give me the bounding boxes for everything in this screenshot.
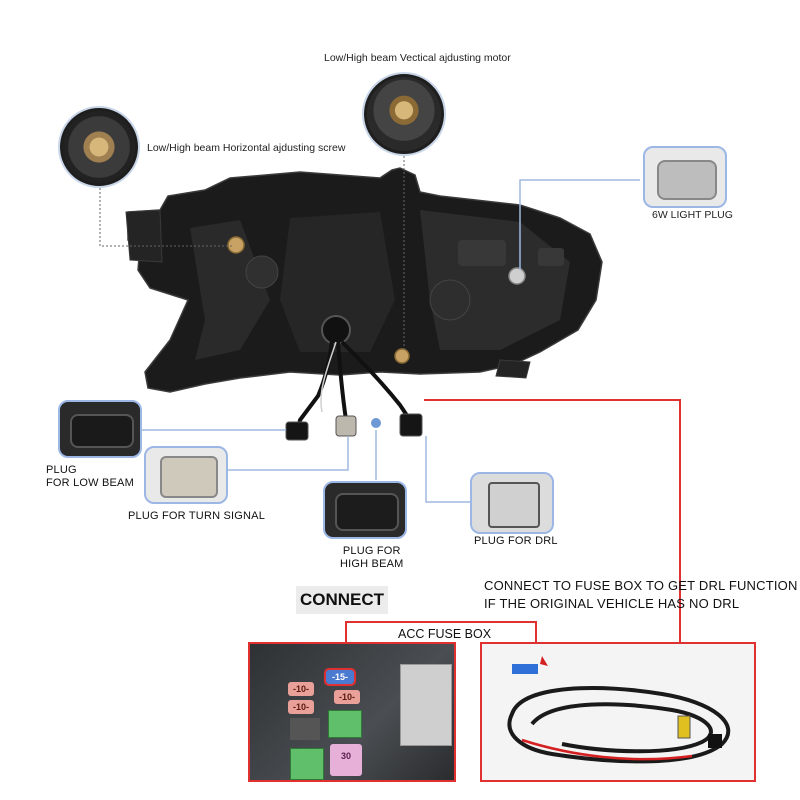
high-beam-label-line2: HIGH BEAM xyxy=(340,558,404,570)
harness-wire xyxy=(340,340,412,422)
add-a-fuse-tap xyxy=(512,664,538,674)
high-beam-plug-callout xyxy=(323,481,407,539)
fuse-box-photo: -10- -15- -10- -10- 30 xyxy=(248,642,456,782)
connector-low-beam xyxy=(285,421,309,441)
harness-connector xyxy=(708,734,722,748)
housing-boss xyxy=(429,279,471,321)
callout-line-drl xyxy=(425,436,470,503)
mount-tab xyxy=(495,359,531,379)
drl-wire-route xyxy=(424,399,681,730)
harness-red-wire xyxy=(521,738,693,761)
harness-grommet xyxy=(321,315,351,345)
horizontal-screw-callout xyxy=(60,108,138,186)
drl-harness-photo xyxy=(480,642,756,782)
high-beam-label-line1: PLUG FOR xyxy=(342,545,401,557)
drl-plug-label: PLUG FOR DRL xyxy=(474,535,558,547)
drl-harness-drawing xyxy=(507,656,731,764)
fuse-30a: 30 xyxy=(330,744,362,776)
drl-note-line2: IF THE ORIGINAL VEHICLE HAS NO DRL xyxy=(484,596,740,611)
housing-vent xyxy=(538,248,564,266)
low-beam-plug-callout xyxy=(58,400,142,458)
fuse-box-relay xyxy=(400,664,452,746)
light-plug-icon xyxy=(657,160,717,200)
horizontal-screw-label: Low/High beam Horizontal ajdusting screw xyxy=(147,142,346,154)
light-plug-callout xyxy=(643,146,727,208)
high-beam-plug-icon xyxy=(335,493,399,531)
light-plug-socket-icon xyxy=(508,267,526,285)
vertical-motor-icon xyxy=(394,348,410,364)
harness-loop xyxy=(507,686,731,764)
inline-fuse-holder xyxy=(677,715,691,739)
connector-drl xyxy=(399,413,423,437)
connector-turn-signal xyxy=(335,415,357,437)
housing-panel-center xyxy=(280,212,395,352)
connector-high-beam xyxy=(371,418,381,428)
fuse-green-bottom xyxy=(290,748,324,780)
fuse-pointer-arrow xyxy=(540,656,548,666)
housing-boss xyxy=(245,255,279,289)
low-beam-label-line1: PLUG xyxy=(46,464,77,476)
harness-wire xyxy=(320,341,337,413)
vertical-motor-label: Low/High beam Vectical ajdusting motor xyxy=(324,52,511,64)
callout-line-light-plug xyxy=(519,179,640,270)
drl-note-line1: CONNECT TO FUSE BOX TO GET DRL FUNCTION xyxy=(484,578,798,593)
callout-line-screw xyxy=(99,152,232,247)
fuse-10a-right: -10- xyxy=(334,690,360,704)
harness-loop xyxy=(530,702,713,754)
acc-fuse-box-label: ACC FUSE BOX xyxy=(398,627,492,641)
low-beam-label-line2: FOR LOW BEAM xyxy=(46,477,134,489)
housing-vent xyxy=(458,240,506,266)
fuse-green-large xyxy=(328,710,362,738)
drl-plug-icon xyxy=(488,482,540,528)
light-plug-label: 6W LIGHT PLUG xyxy=(652,209,733,221)
drl-note: CONNECT TO FUSE BOX TO GET DRL FUNCTION … xyxy=(484,577,798,613)
turn-signal-plug-callout xyxy=(144,446,228,504)
fuse-15a-acc: -15- xyxy=(324,668,356,686)
low-beam-plug-label: PLUG FOR LOW BEAM xyxy=(46,464,134,490)
turn-signal-plug-label: PLUG FOR TURN SIGNAL xyxy=(128,510,266,522)
harness-wire xyxy=(336,341,348,421)
mount-tab xyxy=(125,209,163,263)
fuse-10a-mid: -10- xyxy=(288,700,314,714)
high-beam-plug-label: PLUG FOR HIGH BEAM xyxy=(340,545,404,571)
drl-plug-callout xyxy=(470,472,554,534)
horizontal-screw-icon xyxy=(227,236,245,254)
vertical-motor-callout xyxy=(364,74,444,154)
connect-heading: CONNECT xyxy=(296,586,388,614)
turn-signal-plug-icon xyxy=(160,456,218,498)
callout-line-turn xyxy=(228,436,349,471)
housing-panel-left xyxy=(190,220,270,360)
fuse-box-slot xyxy=(290,718,320,740)
fuse-10a-top: -10- xyxy=(288,682,314,696)
low-beam-plug-icon xyxy=(70,414,134,448)
